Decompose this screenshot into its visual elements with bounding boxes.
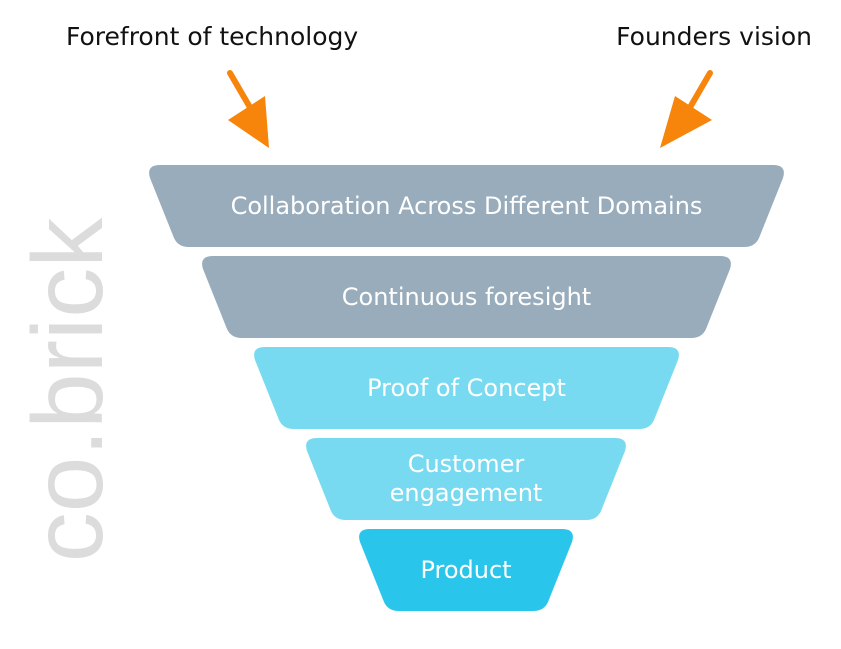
funnel-tier-collaboration: Collaboration Across Different Domains xyxy=(146,165,787,247)
funnel-tier-shape xyxy=(254,347,679,429)
funnel-tier-product: Product xyxy=(356,529,576,611)
funnel-tier-label: Proof of Concept xyxy=(367,373,566,402)
funnel-tier-shape xyxy=(149,165,784,247)
funnel-tier-continuous-foresight: Continuous foresight xyxy=(199,256,734,338)
funnel-tier-label: Customer engagement xyxy=(389,450,543,507)
funnel-tier-shape xyxy=(359,529,573,611)
funnel-tier-shape xyxy=(306,438,626,520)
funnel-tier-customer-engagement: Customer engagement xyxy=(303,438,629,520)
funnel-tier-shape xyxy=(202,256,731,338)
funnel-tier-label: Continuous foresight xyxy=(341,282,592,311)
annotation-forefront-of-technology: Forefront of technology xyxy=(66,22,359,51)
funnel-tier-label: Product xyxy=(420,555,512,584)
annotation-founders-vision: Founders vision xyxy=(616,22,812,51)
arrow-right-icon xyxy=(660,70,713,148)
funnel-tier-proof-of-concept: Proof of Concept xyxy=(251,347,682,429)
arrow-left-icon xyxy=(227,70,269,148)
funnel-tier-label: Collaboration Across Different Domains xyxy=(230,191,703,220)
